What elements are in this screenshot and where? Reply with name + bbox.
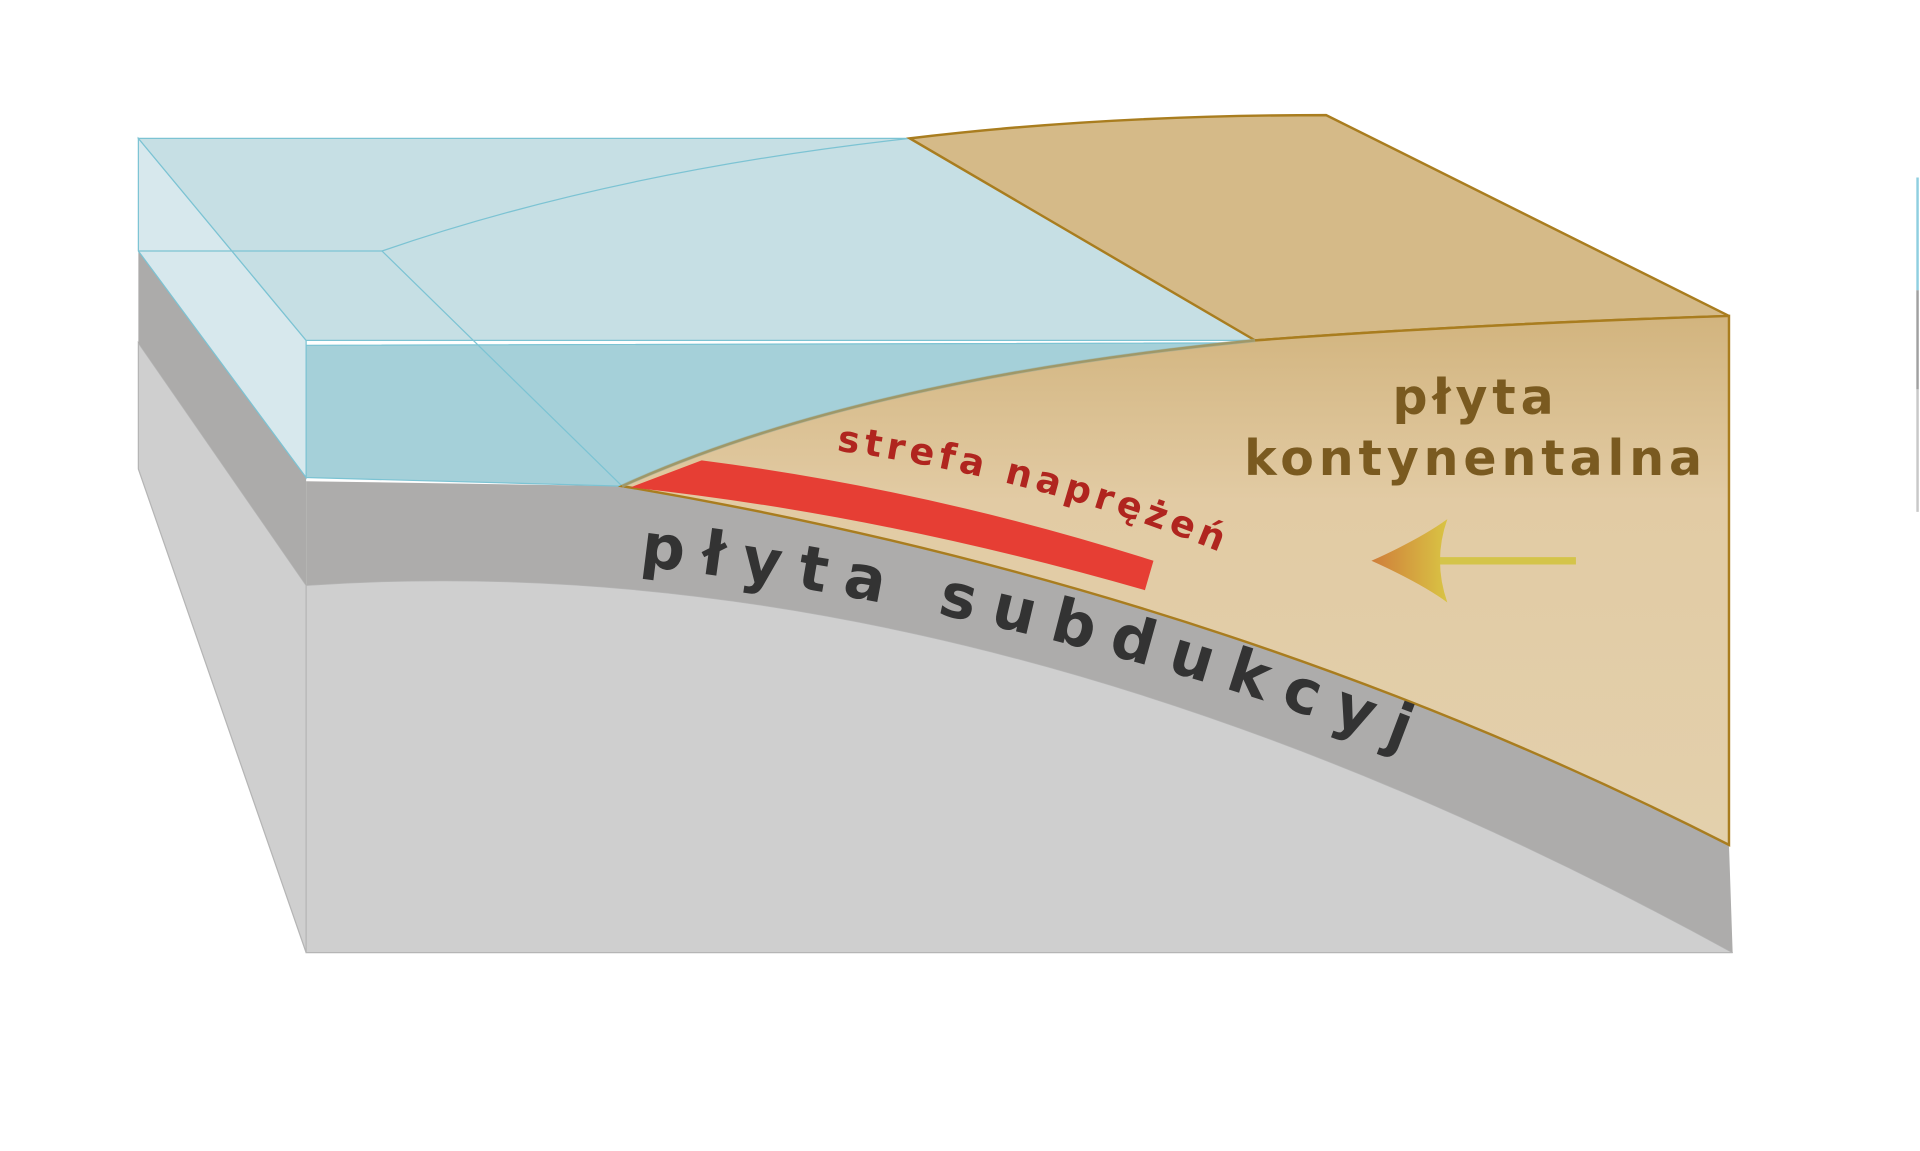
mantle-front bbox=[305, 579, 1733, 954]
ocean-depth-line bbox=[381, 250, 623, 487]
coastline-blend bbox=[621, 338, 1256, 488]
arrow-left-icon bbox=[1371, 519, 1576, 603]
continental-plate-label-line2: kontynentalna bbox=[1244, 430, 1707, 487]
stress-zone bbox=[630, 460, 1154, 591]
ocean-shelf-curve bbox=[381, 137, 910, 252]
left-side-plate bbox=[138, 251, 307, 586]
continental-plate-label-line1: płyta bbox=[1392, 369, 1558, 426]
